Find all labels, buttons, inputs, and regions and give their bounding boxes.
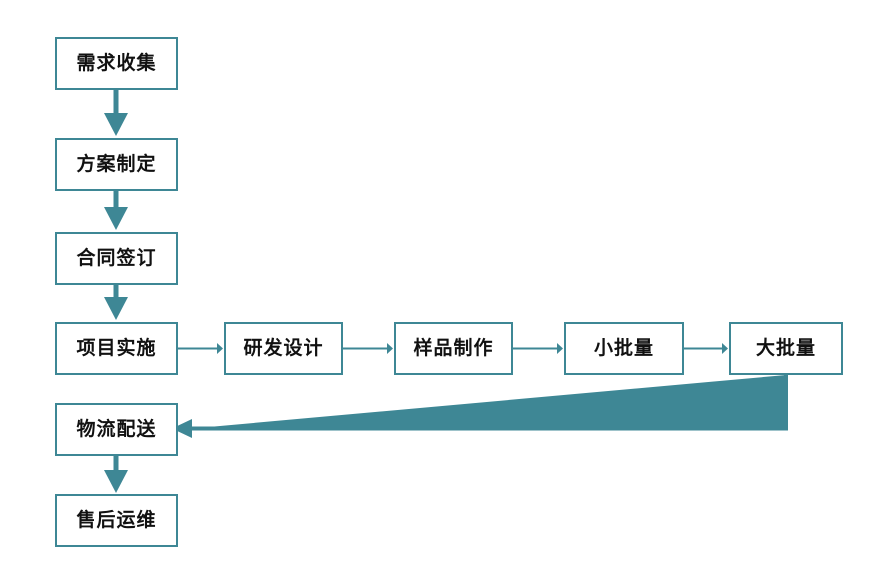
node-label: 售后运维: [76, 509, 157, 531]
node-label: 物流配送: [76, 418, 157, 440]
edge-requirements-to-plan: [104, 90, 128, 136]
node-aftersales-operations[interactable]: 售后运维: [55, 494, 178, 547]
node-label: 方案制定: [76, 153, 157, 175]
node-sample-production[interactable]: 样品制作: [394, 322, 513, 375]
node-small-batch[interactable]: 小批量: [564, 322, 684, 375]
node-label: 小批量: [593, 337, 654, 359]
edge-plan-to-contract: [104, 191, 128, 230]
edge-small-batch-to-large-batch: [684, 343, 728, 354]
node-label: 项目实施: [76, 337, 157, 359]
node-project-implementation[interactable]: 项目实施: [55, 322, 178, 375]
edge-large-batch-to-logistics: [172, 375, 788, 438]
edge-sample-to-small-batch: [513, 343, 563, 354]
node-requirements-gathering[interactable]: 需求收集: [55, 37, 178, 90]
edge-implementation-to-rd: [178, 343, 223, 354]
node-label: 大批量: [755, 337, 816, 359]
node-rd-design[interactable]: 研发设计: [224, 322, 343, 375]
node-label: 样品制作: [413, 337, 494, 359]
edge-rd-to-sample: [343, 343, 393, 354]
node-contract-signing[interactable]: 合同签订: [55, 232, 178, 285]
node-large-batch[interactable]: 大批量: [729, 322, 843, 375]
node-label: 研发设计: [243, 337, 324, 359]
edge-contract-to-implementation: [104, 285, 128, 320]
node-plan-formulation[interactable]: 方案制定: [55, 138, 178, 191]
node-label: 需求收集: [76, 52, 157, 74]
node-label: 合同签订: [76, 247, 157, 269]
node-logistics-delivery[interactable]: 物流配送: [55, 403, 178, 456]
edge-logistics-to-aftersales: [104, 456, 128, 493]
